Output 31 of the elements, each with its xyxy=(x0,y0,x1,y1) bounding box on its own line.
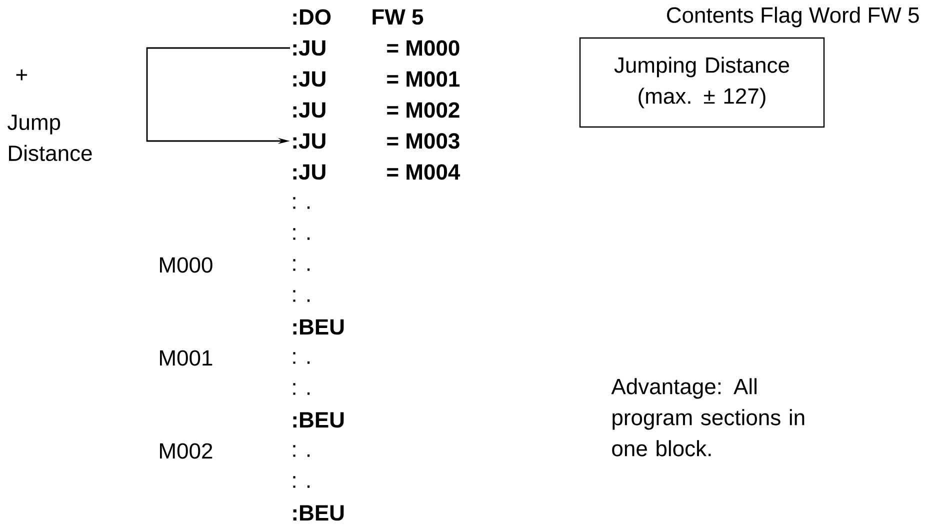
code-text: : . xyxy=(293,445,310,457)
text-box: Jumping Distance (max. ± 127) xyxy=(579,37,825,128)
code-text: M000 xyxy=(160,257,212,273)
code-text: :JU xyxy=(293,102,326,118)
side-label: Jump Distance xyxy=(8,114,92,162)
jump-target: = M000 xyxy=(387,40,460,56)
jump-target: = M003 xyxy=(387,133,460,149)
code-text: : . xyxy=(293,290,310,302)
code-text: FW 5 xyxy=(372,9,424,25)
code-text: :BEU xyxy=(293,319,344,335)
code-text: = M002 xyxy=(387,102,460,118)
box-heading: Contents Flag Word FW 5 xyxy=(667,6,919,28)
code-line: :JU xyxy=(293,40,326,56)
note-text: Advantage: All program sections in one block. xyxy=(611,378,804,456)
code-text: :DO xyxy=(293,9,331,25)
code-text: M002 xyxy=(160,443,212,459)
code-text: : . xyxy=(293,259,310,271)
code-text: = M001 xyxy=(387,71,460,87)
code-line: :JU xyxy=(293,133,326,149)
code-text: : . xyxy=(293,383,310,395)
code-text: = M004 xyxy=(387,164,460,180)
code-text: : . xyxy=(293,352,310,364)
code-text: + xyxy=(16,70,27,80)
code-text: M001 xyxy=(160,350,212,366)
code-text: : . xyxy=(293,476,310,488)
code-text: :JU xyxy=(293,164,326,180)
code-text: : . xyxy=(293,228,310,240)
code-text: :JU xyxy=(293,71,326,87)
code-text: :BEU xyxy=(293,505,344,521)
code-text: :BEU xyxy=(293,412,344,428)
code-text: : . xyxy=(293,197,310,209)
